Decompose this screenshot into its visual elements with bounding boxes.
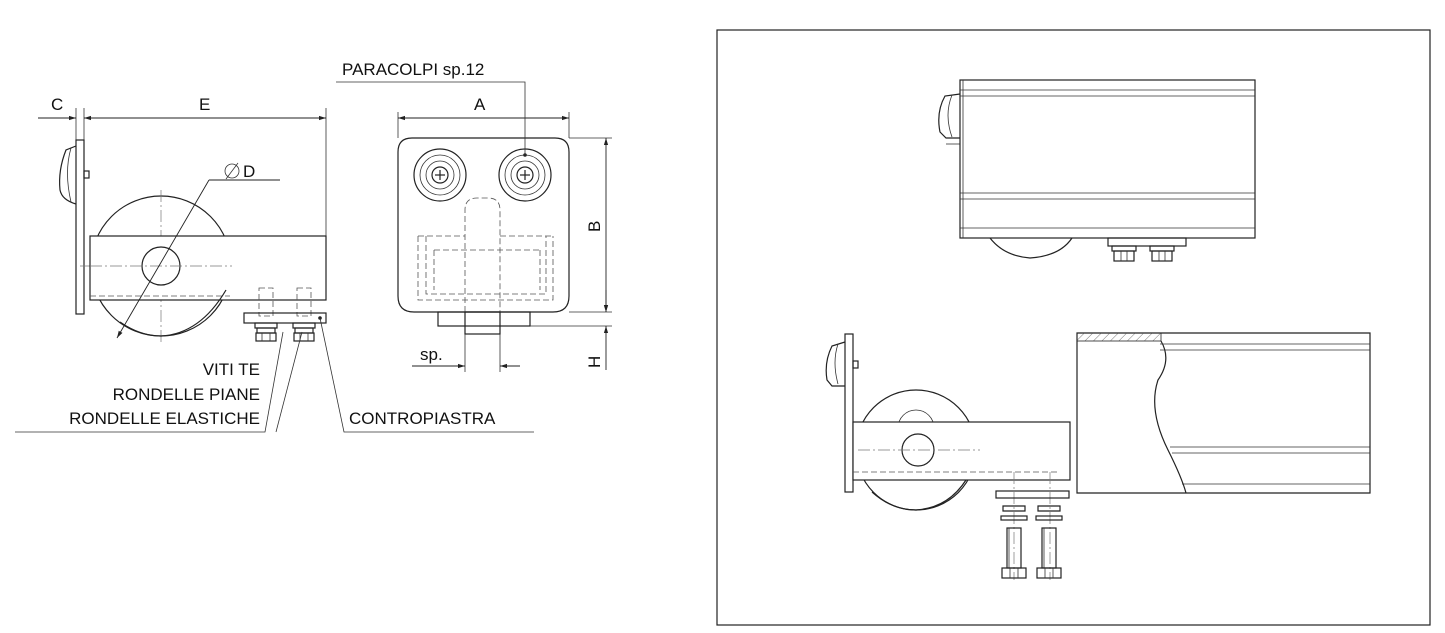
- bumpers-front: [413, 148, 552, 202]
- exploded-view: [825, 332, 1371, 580]
- arm-body-side: [90, 236, 326, 300]
- contropiastra-label: CONTROPIASTRA: [349, 409, 496, 428]
- side-view: C E D VITI TE RONDELLE PIANE RONDELLE EL…: [15, 95, 534, 433]
- rondelle-elastiche-label: RONDELLE ELASTICHE: [69, 409, 260, 428]
- dim-b-label: B: [585, 221, 604, 232]
- bumper-side: [59, 145, 77, 205]
- bolts-side: [243, 287, 327, 342]
- front-plate: [397, 137, 570, 313]
- assembled-view: [938, 79, 1256, 262]
- assembly-panel-frame: [716, 29, 1431, 626]
- rondelle-piane-label: RONDELLE PIANE: [113, 385, 260, 404]
- dim-e-label: E: [199, 95, 210, 114]
- dim-c-label: C: [51, 95, 63, 114]
- front-view: A B H sp. PARACOLPI sp.12: [336, 60, 612, 372]
- dim-sp-label: sp.: [420, 345, 443, 364]
- dim-d-label: D: [243, 162, 255, 181]
- dim-a-label: A: [474, 95, 486, 114]
- dim-h-label: H: [585, 356, 604, 368]
- paracolpi-label: PARACOLPI sp.12: [342, 60, 484, 79]
- viti-label: VITI TE: [203, 360, 260, 379]
